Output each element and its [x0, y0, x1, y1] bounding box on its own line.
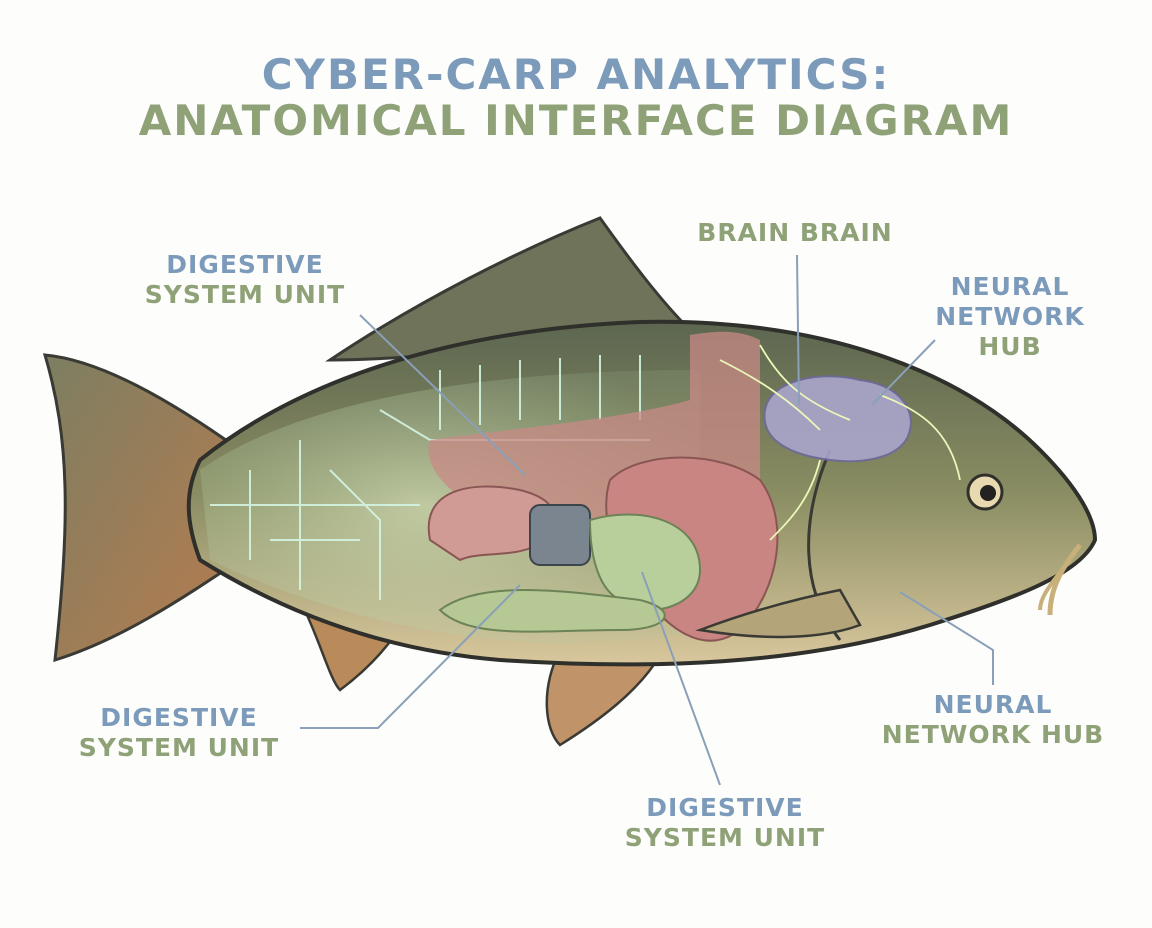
label-line: SYSTEM UNIT: [144, 280, 346, 309]
pelvic-fin: [545, 648, 663, 747]
label-line: HUB: [978, 332, 1042, 361]
label-line: NEURAL: [933, 690, 1053, 719]
label-line: NETWORK: [935, 302, 1085, 331]
label-line: DIGESTIVE: [166, 250, 324, 279]
leader-digestive-top: [359, 314, 526, 476]
tail-fin: [42, 353, 242, 663]
leader-brain: [796, 254, 800, 406]
barbel: [1038, 558, 1072, 611]
title-line-1: CYBER-CARP ANALYTICS:: [261, 50, 891, 99]
barbel: [1047, 543, 1082, 616]
label-digestive-left: DIGESTIVE SYSTEM UNIT: [59, 703, 299, 763]
leader-lines: [300, 254, 994, 786]
leader-neural-top: [871, 339, 936, 406]
label-neural-top: NEURAL NETWORK HUB: [910, 272, 1110, 362]
label-neural-bottom: NEURAL NETWORK HUB: [862, 690, 1124, 750]
label-line: SYSTEM UNIT: [78, 733, 280, 762]
stomach: [588, 513, 702, 611]
leader-neural-bottom: [899, 591, 994, 685]
label-line: NETWORK HUB: [881, 720, 1105, 749]
label-line: DIGESTIVE: [646, 793, 804, 822]
neural-traces: [719, 344, 961, 541]
cyber-coupling: [529, 504, 591, 566]
pupil: [980, 485, 996, 501]
label-line: SYSTEM UNIT: [624, 823, 826, 852]
leader-digestive-bottom: [641, 571, 721, 786]
brain: [763, 375, 912, 463]
label-digestive-top: DIGESTIVE SYSTEM UNIT: [125, 250, 365, 310]
pectoral-fin: [695, 588, 862, 639]
leader-digestive-left: [300, 584, 521, 729]
label-line: NEURAL: [950, 272, 1070, 301]
label-line: DIGESTIVE: [100, 703, 258, 732]
title-line-2: ANATOMICAL INTERFACE DIAGRAM: [138, 96, 1014, 145]
label-brain: BRAIN BRAIN: [697, 218, 893, 247]
label-digestive-bottom: DIGESTIVE SYSTEM UNIT: [605, 793, 845, 853]
